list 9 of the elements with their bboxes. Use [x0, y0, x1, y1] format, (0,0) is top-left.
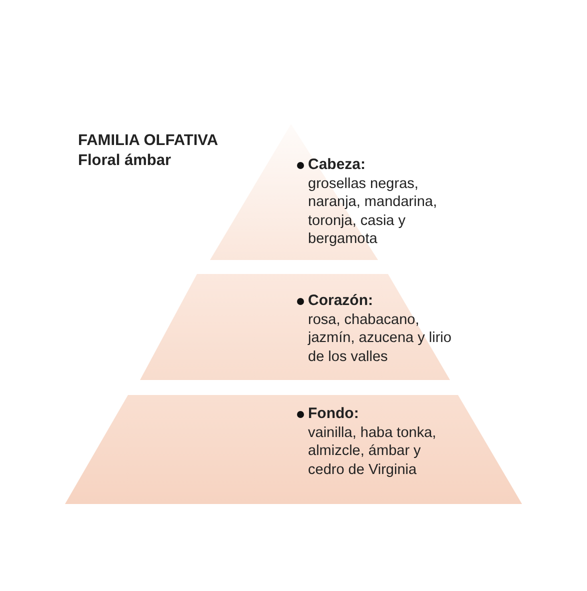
subtitle: Floral ámbar: [78, 152, 172, 170]
title: FAMILIA OLFATIVA: [78, 132, 218, 150]
tier-heading: Corazón:: [308, 292, 373, 310]
note-list: rosa, chabacano, jazmín, azucena y lirio de los valles: [308, 310, 458, 366]
note-list: vainilla, haba tonka, almizcle, ámbar y cedro de Virginia: [308, 424, 458, 479]
note-list: grosellas negras, naranja, mandarina, toronja, casia y bergamota: [308, 174, 458, 248]
tier-heading: Cabeza:: [308, 156, 366, 174]
pyramid-tier: [65, 395, 522, 504]
tier-heading: Fondo:: [308, 405, 359, 424]
